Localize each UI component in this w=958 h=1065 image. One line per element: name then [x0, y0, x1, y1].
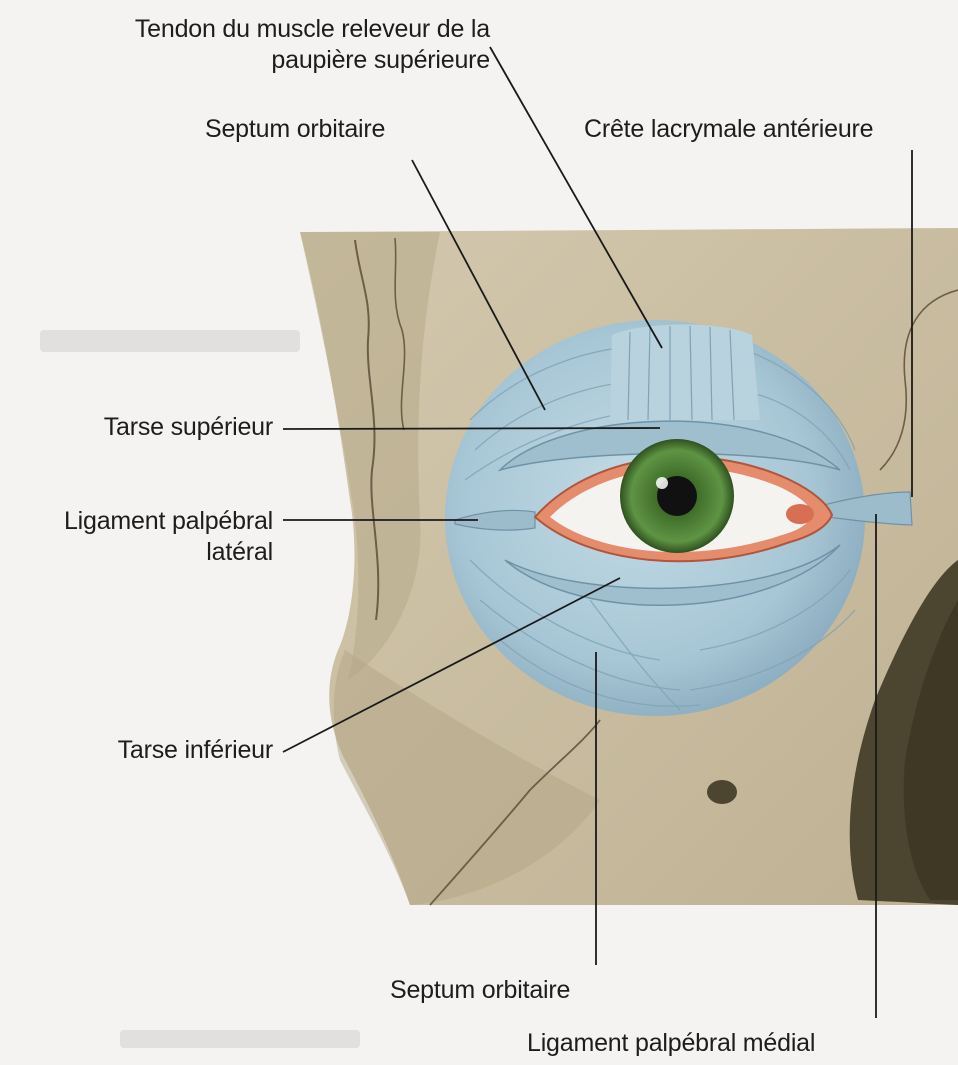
- label-tarsus-inferior-text: Tarse inférieur: [118, 735, 273, 766]
- label-levator-tendon-line1: Tendon du muscle releveur de la: [135, 14, 490, 45]
- label-lacrimal-crest: Crête lacrymale antérieure: [584, 114, 873, 145]
- label-medial-ligament: Ligament palpébral médial: [527, 1028, 815, 1059]
- label-septum-top: Septum orbitaire: [205, 114, 385, 145]
- label-lateral-ligament-line1: Ligament palpébral: [64, 506, 273, 537]
- label-septum-bottom-text: Septum orbitaire: [390, 975, 570, 1006]
- label-lacrimal-crest-text: Crête lacrymale antérieure: [584, 114, 873, 145]
- label-septum-bottom: Septum orbitaire: [390, 975, 570, 1006]
- label-septum-top-text: Septum orbitaire: [205, 114, 385, 145]
- label-medial-ligament-text: Ligament palpébral médial: [527, 1028, 815, 1059]
- label-lateral-ligament-line2: latéral: [64, 537, 273, 568]
- leader-tarsus-superior: [283, 428, 660, 429]
- label-tarsus-inferior: Tarse inférieur: [118, 735, 273, 766]
- label-lateral-ligament: Ligament palpébral latéral: [64, 506, 273, 568]
- label-tarsus-superior-text: Tarse supérieur: [104, 412, 273, 443]
- label-tarsus-superior: Tarse supérieur: [104, 412, 273, 443]
- label-levator-tendon: Tendon du muscle releveur de la paupière…: [135, 14, 490, 76]
- label-levator-tendon-line2: paupière supérieure: [135, 45, 490, 76]
